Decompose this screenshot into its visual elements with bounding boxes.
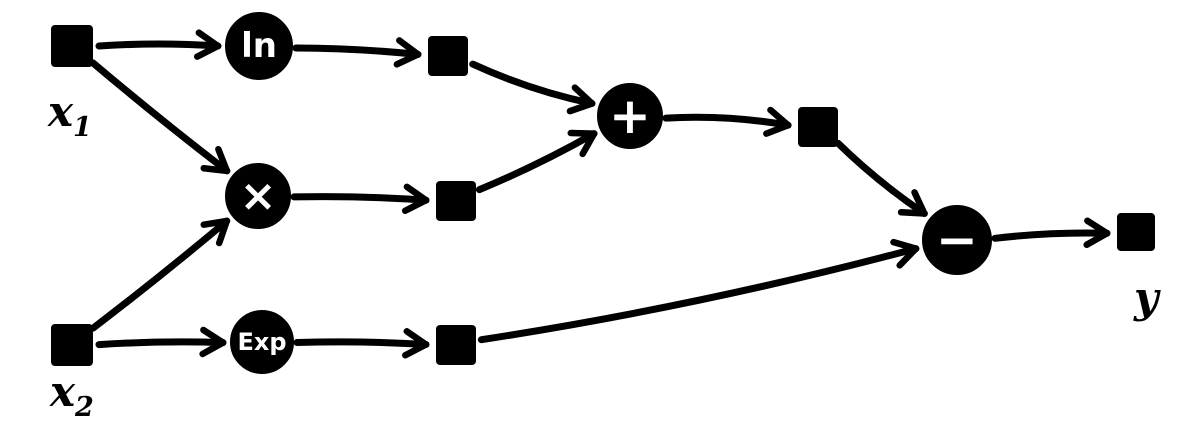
edge-minus-to-y [991,217,1111,249]
node-y [1117,213,1155,251]
edge-x2-to-exp [95,326,227,358]
edges-layer [89,29,1111,359]
node-plus-label: + [609,87,651,145]
labels-layer: x1 x2 y [47,87,1161,423]
x1-label: x1 [47,87,92,143]
node-v4 [798,107,838,147]
node-minus-label: − [936,211,978,269]
edge-v3-to-minus [477,238,920,344]
edge-v2-to-plus [475,129,598,194]
edge-x1-to-ln [95,29,222,60]
edge-x1-to-mul [89,59,231,175]
node-exp [230,310,294,374]
node-plus [597,83,663,149]
edge-x2-to-mul [89,217,231,332]
node-x1 [51,25,93,67]
node-x2 [51,324,93,366]
nodes-layer: ln × Exp + − [51,12,1155,374]
edge-mul-to-v2 [290,183,430,215]
node-mul-label: × [240,171,277,222]
edge-ln-to-v1 [292,37,422,68]
node-v3 [436,325,476,365]
node-ln [225,12,293,80]
node-mul [225,163,291,229]
node-ln-label: ln [241,26,277,66]
edge-v4-to-minus [834,139,928,217]
y-label: y [1133,273,1161,322]
node-v1 [428,36,468,76]
node-exp-label: Exp [237,328,286,356]
edge-v1-to-plus [469,60,596,115]
node-v2 [436,181,476,221]
x2-label: x2 [49,367,94,423]
node-minus [922,205,992,275]
edge-exp-to-v3 [293,328,430,359]
edge-plus-to-v4 [662,106,792,137]
